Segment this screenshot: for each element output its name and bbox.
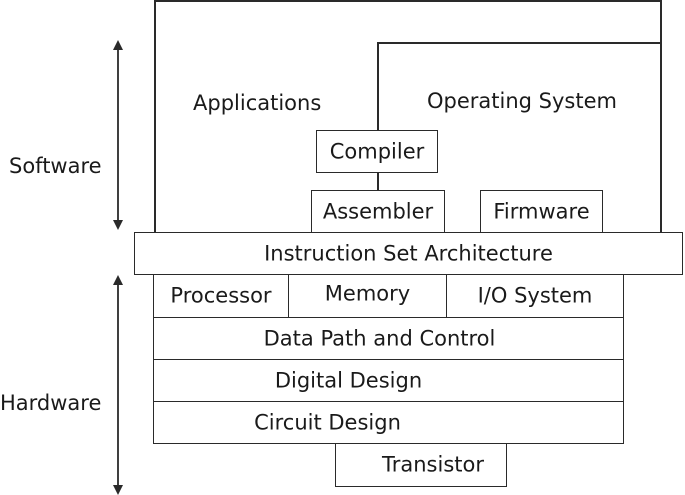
memory-box: Memory (288, 274, 447, 318)
software-label: Software (9, 154, 102, 178)
circuit-design-box: Circuit Design (153, 401, 624, 444)
applications-frame-left (154, 0, 156, 233)
data-path-box: Data Path and Control (153, 317, 624, 360)
firmware-label: Firmware (493, 199, 590, 223)
isa-box: Instruction Set Architecture (134, 232, 683, 275)
applications-label: Applications (193, 91, 322, 115)
software-range-arrow (113, 40, 123, 230)
compiler-box: Compiler (316, 130, 438, 173)
processor-label: Processor (170, 283, 272, 308)
firmware-box: Firmware (480, 190, 603, 233)
isa-label: Instruction Set Architecture (264, 241, 553, 265)
operating-system-label: Operating System (427, 89, 617, 113)
digital-design-box: Digital Design (153, 359, 624, 402)
compiler-label: Compiler (329, 139, 425, 163)
applications-frame-top (155, 0, 662, 2)
processor-box: Processor (153, 274, 289, 318)
assembler-label: Assembler (322, 199, 434, 223)
digital-design-label: Digital Design (274, 368, 423, 392)
transistor-box: Transistor (335, 443, 507, 487)
memory-label: Memory (324, 281, 411, 306)
hardware-range-arrow (113, 275, 123, 495)
os-frame-top (377, 42, 661, 44)
hardware-label: Hardware (0, 391, 102, 415)
circuit-design-label: Circuit Design (254, 410, 401, 434)
applications-frame-right (660, 0, 662, 233)
transistor-label: Transistor (382, 452, 484, 477)
data-path-label: Data Path and Control (263, 326, 496, 350)
assembler-box: Assembler (311, 190, 445, 233)
io-system-box: I/O System (446, 274, 624, 318)
os-frame-connector (377, 172, 379, 191)
io-system-label: I/O System (477, 283, 593, 308)
os-frame-left (377, 42, 379, 130)
